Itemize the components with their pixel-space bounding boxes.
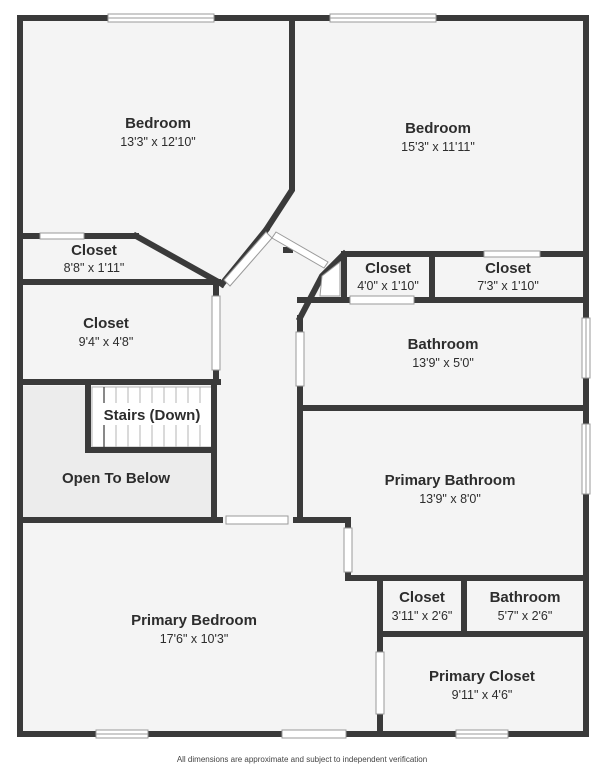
room-dimensions: 4'0" x 1'10" [357, 279, 419, 293]
room-dimensions: 9'4" x 4'8" [79, 335, 134, 349]
room-dimensions: 9'11" x 4'6" [452, 688, 513, 702]
room-name: Closet [83, 315, 129, 332]
room-name: Primary Bathroom [385, 472, 516, 489]
room-closet-c: Closet 7'3" x 1'10" [477, 260, 539, 293]
room-dimensions: 8'8" x 1'11" [64, 261, 125, 275]
room-dimensions: 15'3" x 11'11" [401, 140, 475, 154]
room-name: Bathroom [408, 336, 479, 353]
windows [95, 13, 591, 739]
room-name: Bedroom [125, 115, 191, 132]
room-name: Closet [485, 260, 531, 277]
room-bedroom-2: Bedroom 15'3" x 11'11" [401, 120, 475, 154]
room-closet-d: Closet 9'4" x 4'8" [79, 315, 134, 349]
room-dimensions: 13'9" x 5'0" [412, 356, 474, 370]
open-to-below-area [23, 386, 87, 518]
room-closet-a: Closet 8'8" x 1'11" [64, 242, 125, 275]
room-name: Closet [399, 589, 445, 606]
room-bedroom-1: Bedroom 13'3" x 12'10" [120, 115, 196, 149]
room-stairs: Stairs (Down) [96, 403, 210, 425]
room-name: Stairs (Down) [104, 407, 201, 424]
room-bathroom-2: Bathroom 5'7" x 2'6" [490, 589, 561, 623]
room-dimensions: 17'6" x 10'3" [160, 632, 229, 646]
room-closet-e: Closet 3'11" x 2'6" [392, 589, 453, 623]
room-name: Closet [365, 260, 411, 277]
room-name: Open To Below [62, 470, 170, 487]
room-primary-closet: Primary Closet 9'11" x 4'6" [429, 668, 535, 702]
room-dimensions: 5'7" x 2'6" [498, 609, 553, 623]
doors [39, 231, 541, 739]
room-name: Primary Bedroom [131, 612, 257, 629]
room-primary-bedroom: Primary Bedroom 17'6" x 10'3" [131, 612, 257, 646]
room-name: Bedroom [405, 120, 471, 137]
room-dimensions: 13'3" x 12'10" [120, 135, 196, 149]
room-name: Bathroom [490, 589, 561, 606]
room-dimensions: 3'11" x 2'6" [392, 609, 453, 623]
open-to-below-area-lower [87, 452, 211, 518]
room-open-to-below: Open To Below [62, 470, 170, 487]
room-closet-b: Closet 4'0" x 1'10" [357, 260, 419, 293]
room-dimensions: 13'9" x 8'0" [419, 492, 481, 506]
room-primary-bathroom: Primary Bathroom 13'9" x 8'0" [385, 472, 516, 506]
room-name: Closet [71, 242, 117, 259]
room-name: Primary Closet [429, 668, 535, 685]
disclaimer: All dimensions are approximate and subje… [177, 755, 427, 764]
room-bathroom-1: Bathroom 13'9" x 5'0" [408, 336, 479, 370]
room-dimensions: 7'3" x 1'10" [477, 279, 539, 293]
